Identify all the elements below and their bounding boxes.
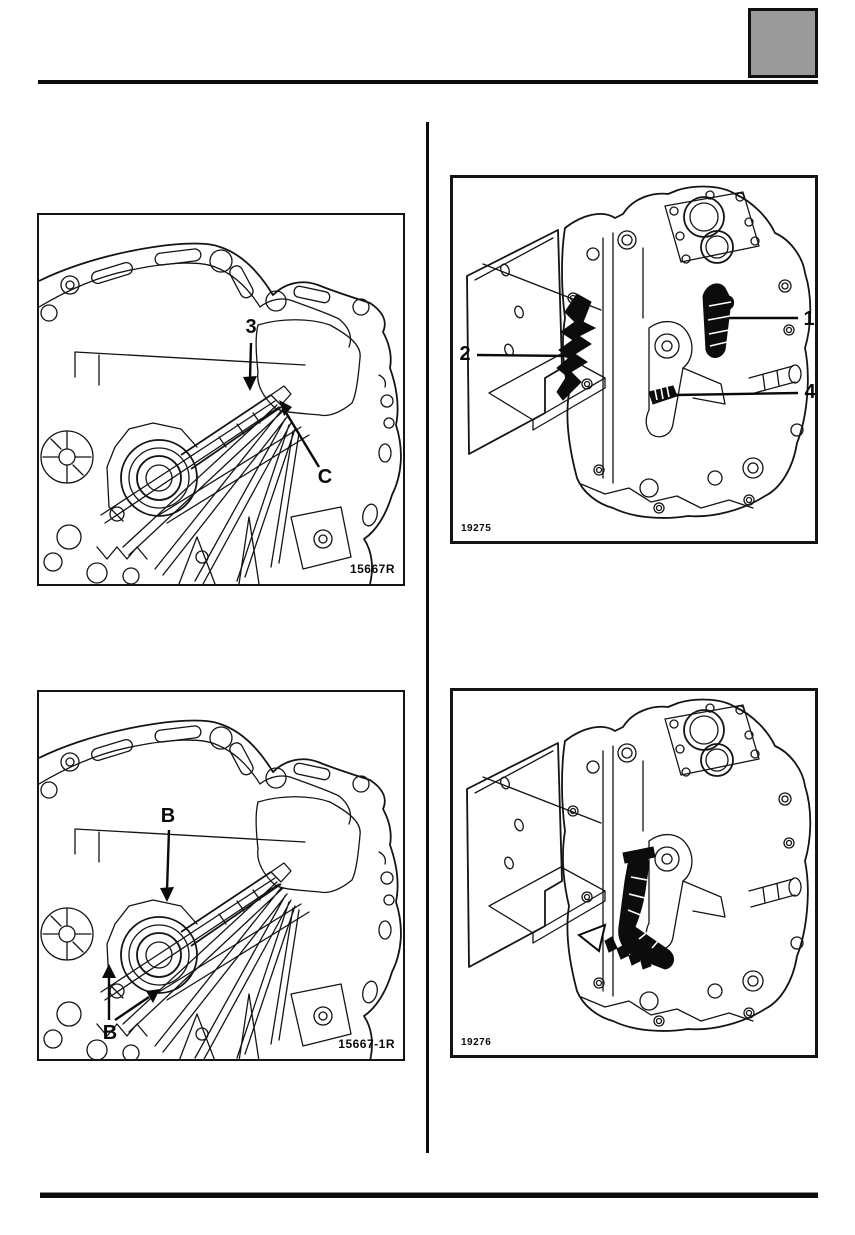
header-rule [38, 80, 818, 84]
callout-2: 2 [459, 343, 471, 365]
direction-arrow-icon [577, 923, 607, 953]
callout-c: C [317, 466, 333, 488]
gearbox-hose-drawing [466, 698, 812, 1032]
callout-b-top: B [160, 805, 176, 827]
clutch-slave-cylinder-drawing [39, 242, 402, 584]
figure-number: 15667R [349, 562, 395, 576]
callout-b-bottom: B [102, 1022, 118, 1044]
figure-frame-top-left: 3 C 15667R [37, 213, 405, 586]
callout-4: 4 [804, 381, 816, 403]
arrow-up-right-icon [146, 989, 160, 1003]
arrow-up-icon [102, 964, 116, 978]
callout-3: 3 [245, 316, 257, 338]
column-divider [426, 122, 429, 1153]
footer-rule [40, 1192, 818, 1198]
figure-frame-bottom-left: B B 15667-1R [37, 690, 405, 1061]
arrow-down-icon [243, 376, 257, 391]
figure-frame-top-right: 1 2 4 19275 [450, 175, 818, 544]
figure-number: 19275 [461, 523, 492, 534]
clutch-slave-cylinder-drawing-b [39, 719, 402, 1059]
figure-number: 15667-1R [338, 1037, 395, 1051]
figure-number: 19276 [461, 1037, 492, 1048]
callout-1: 1 [803, 308, 815, 330]
arrow-up-left-icon [279, 400, 292, 416]
section-marker [748, 8, 818, 78]
figure-frame-bottom-right: 19276 [450, 688, 818, 1058]
gearbox-parts-drawing [466, 185, 812, 519]
arrow-down-icon [160, 887, 174, 902]
